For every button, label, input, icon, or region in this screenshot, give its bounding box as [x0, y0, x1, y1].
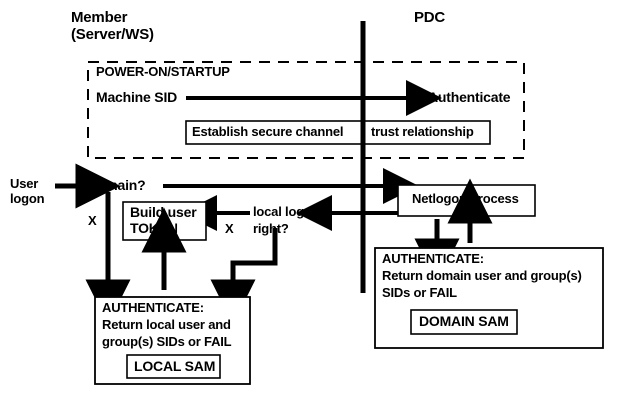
local-logon-right-label-line1: local logon — [253, 204, 320, 219]
edge-local-logon-right-no-down — [210, 228, 278, 325]
local-logon-right-label-line2: right? — [253, 221, 289, 236]
local-sam-label: LOCAL SAM — [134, 358, 216, 374]
local-authenticate-line1: AUTHENTICATE: — [102, 300, 204, 315]
domain-authenticate-line2: Return domain user and group(s) — [382, 268, 582, 283]
x-mark-local-logon-no: X — [225, 221, 234, 236]
local-authenticate-line2: Return local user and — [102, 317, 231, 332]
netlogon-process-label: Netlogon process — [412, 191, 519, 206]
local-sam-box — [126, 354, 221, 379]
domain-authenticate-line3: SIDs or FAIL — [382, 285, 457, 300]
member-title-line1: Member — [71, 9, 128, 26]
power-on-startup-group-border — [87, 61, 525, 159]
pdc-title: PDC — [414, 9, 446, 26]
establish-secure-channel-label: Establish secure channel — [192, 124, 344, 139]
machine-sid-label: Machine SID — [96, 89, 178, 105]
domain-sam-box — [410, 309, 518, 335]
x-mark-domain-no: X — [88, 213, 97, 228]
local-authenticate-line3: group(s) SIDs or FAIL — [102, 334, 232, 349]
build-user-token-label-line2: TOKEN — [130, 220, 178, 236]
user-logon-label-line2: logon — [10, 191, 45, 206]
domain-sam-label: DOMAIN SAM — [419, 313, 509, 329]
domain-question-label: Domain? — [87, 177, 146, 193]
domain-authenticate-line1: AUTHENTICATE: — [382, 251, 484, 266]
user-logon-label-line1: User — [10, 176, 39, 191]
authenticate-startup-label: Authenticate — [428, 89, 511, 105]
trust-relationship-label: trust relationship — [371, 124, 474, 139]
member-title-line2: (Server/WS) — [71, 26, 154, 43]
build-user-token-label-line1: Build user — [130, 204, 197, 220]
power-on-startup-label: POWER-ON/STARTUP — [96, 64, 230, 79]
